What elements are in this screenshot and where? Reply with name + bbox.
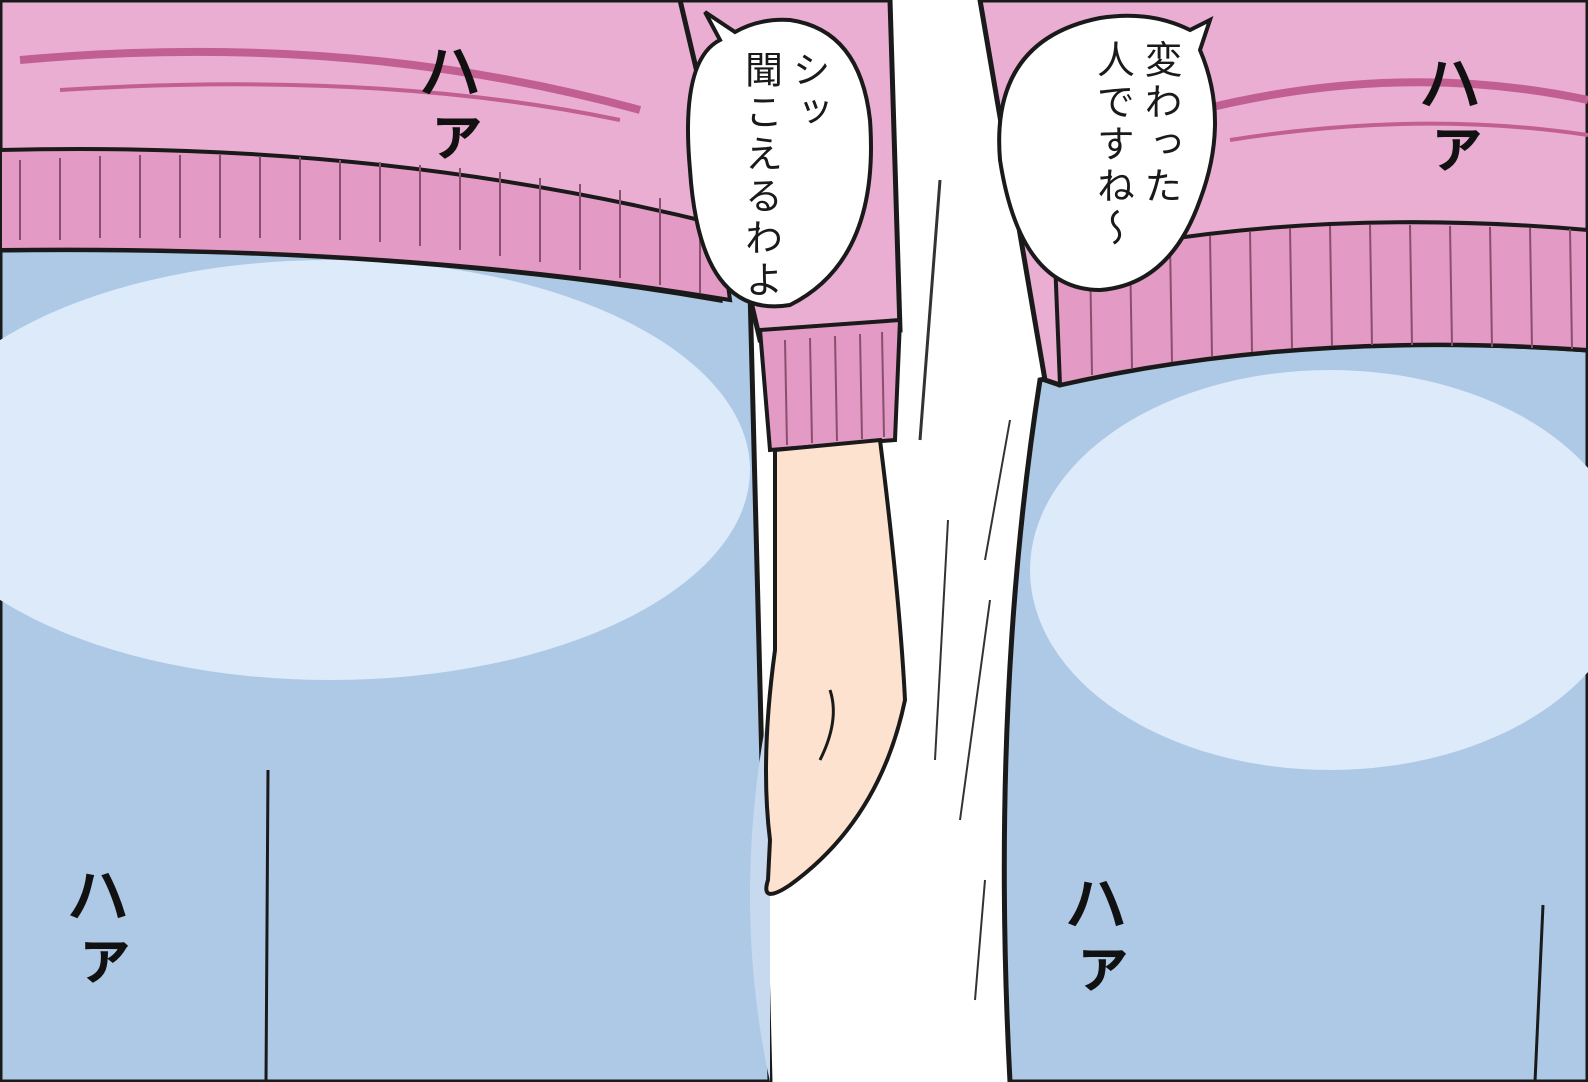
sfx-pant-bottom-right: ハァ (1053, 870, 1127, 1002)
jeans-highlight (0, 260, 750, 680)
jeans-seam (264, 769, 270, 1082)
speech-bubble-left (686, 10, 873, 309)
sweater-hem (0, 146, 733, 303)
speech-left-line2: 聞こえるわよ (738, 50, 783, 302)
sfx-pant-bottom-left: ハァ (55, 862, 129, 994)
speech-right-line2: 人ですね〜 (1090, 40, 1135, 250)
sfx-pant-top-right: ハァ (1407, 50, 1481, 182)
speech-left-line1: シッ (786, 50, 830, 134)
speech-text-left: シッ 聞こえるわよ (736, 50, 831, 310)
sleeve-cuff (757, 317, 903, 453)
speech-bubble-right (997, 13, 1217, 293)
sfx-pant-top-left: ハァ (407, 38, 481, 170)
speech-right-line1: 変わった (1138, 40, 1182, 208)
sweater-hem-right (1052, 220, 1588, 388)
hand (764, 437, 908, 896)
speech-text-right: 変わった 人ですね〜 (1088, 40, 1183, 280)
jeans-highlight-right (1030, 370, 1588, 770)
